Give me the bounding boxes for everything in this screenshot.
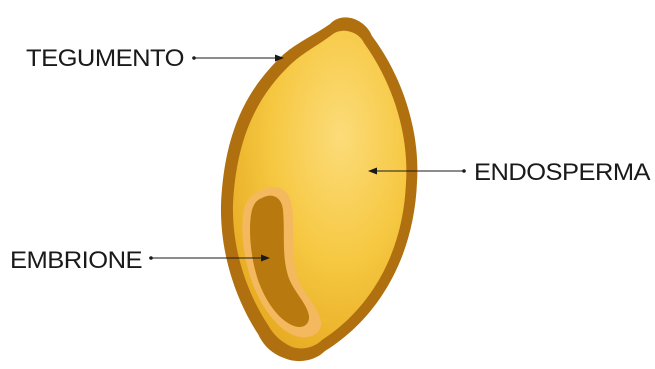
endosperma-label: ENDOSPERMA: [474, 159, 651, 186]
embrione-label: EMBRIONE: [10, 247, 142, 274]
endosperm: [233, 31, 406, 349]
tegumento-label: TEGUMENTO: [26, 45, 184, 72]
label-tegumento: TEGUMENTO: [26, 45, 284, 72]
